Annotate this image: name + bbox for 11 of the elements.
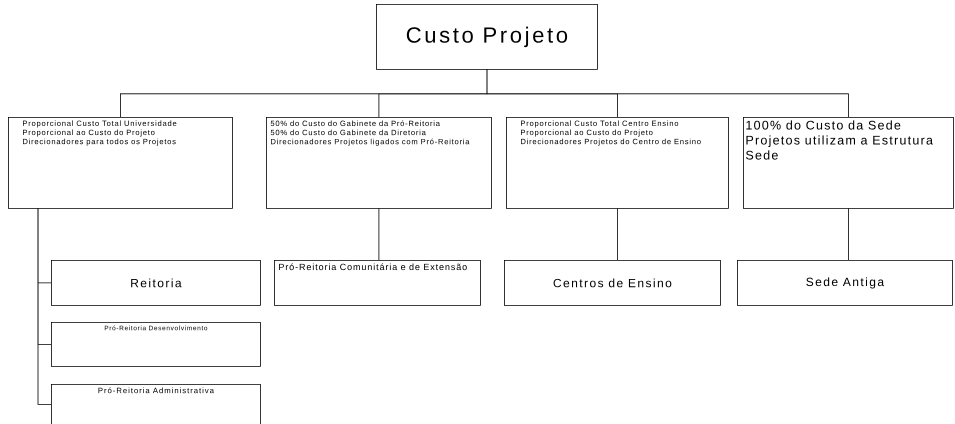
unit-box: Pró-Reitoria Comunitária e de Extensão [274,260,481,306]
connector-line [378,208,380,260]
unit-box: Reitoria [51,260,261,306]
cost-driver-box: 100% do Custo da Sede Projetos utilizam a Estrutura Sede [743,117,954,209]
title-box: Custo Projeto [376,4,598,70]
connector-line [38,208,52,405]
unit-box: Sede Antiga [737,260,953,306]
connector-line [848,208,849,260]
connector-line [617,208,618,260]
connector-line [486,69,849,118]
unit-box: Centros de Ensino [504,260,721,306]
